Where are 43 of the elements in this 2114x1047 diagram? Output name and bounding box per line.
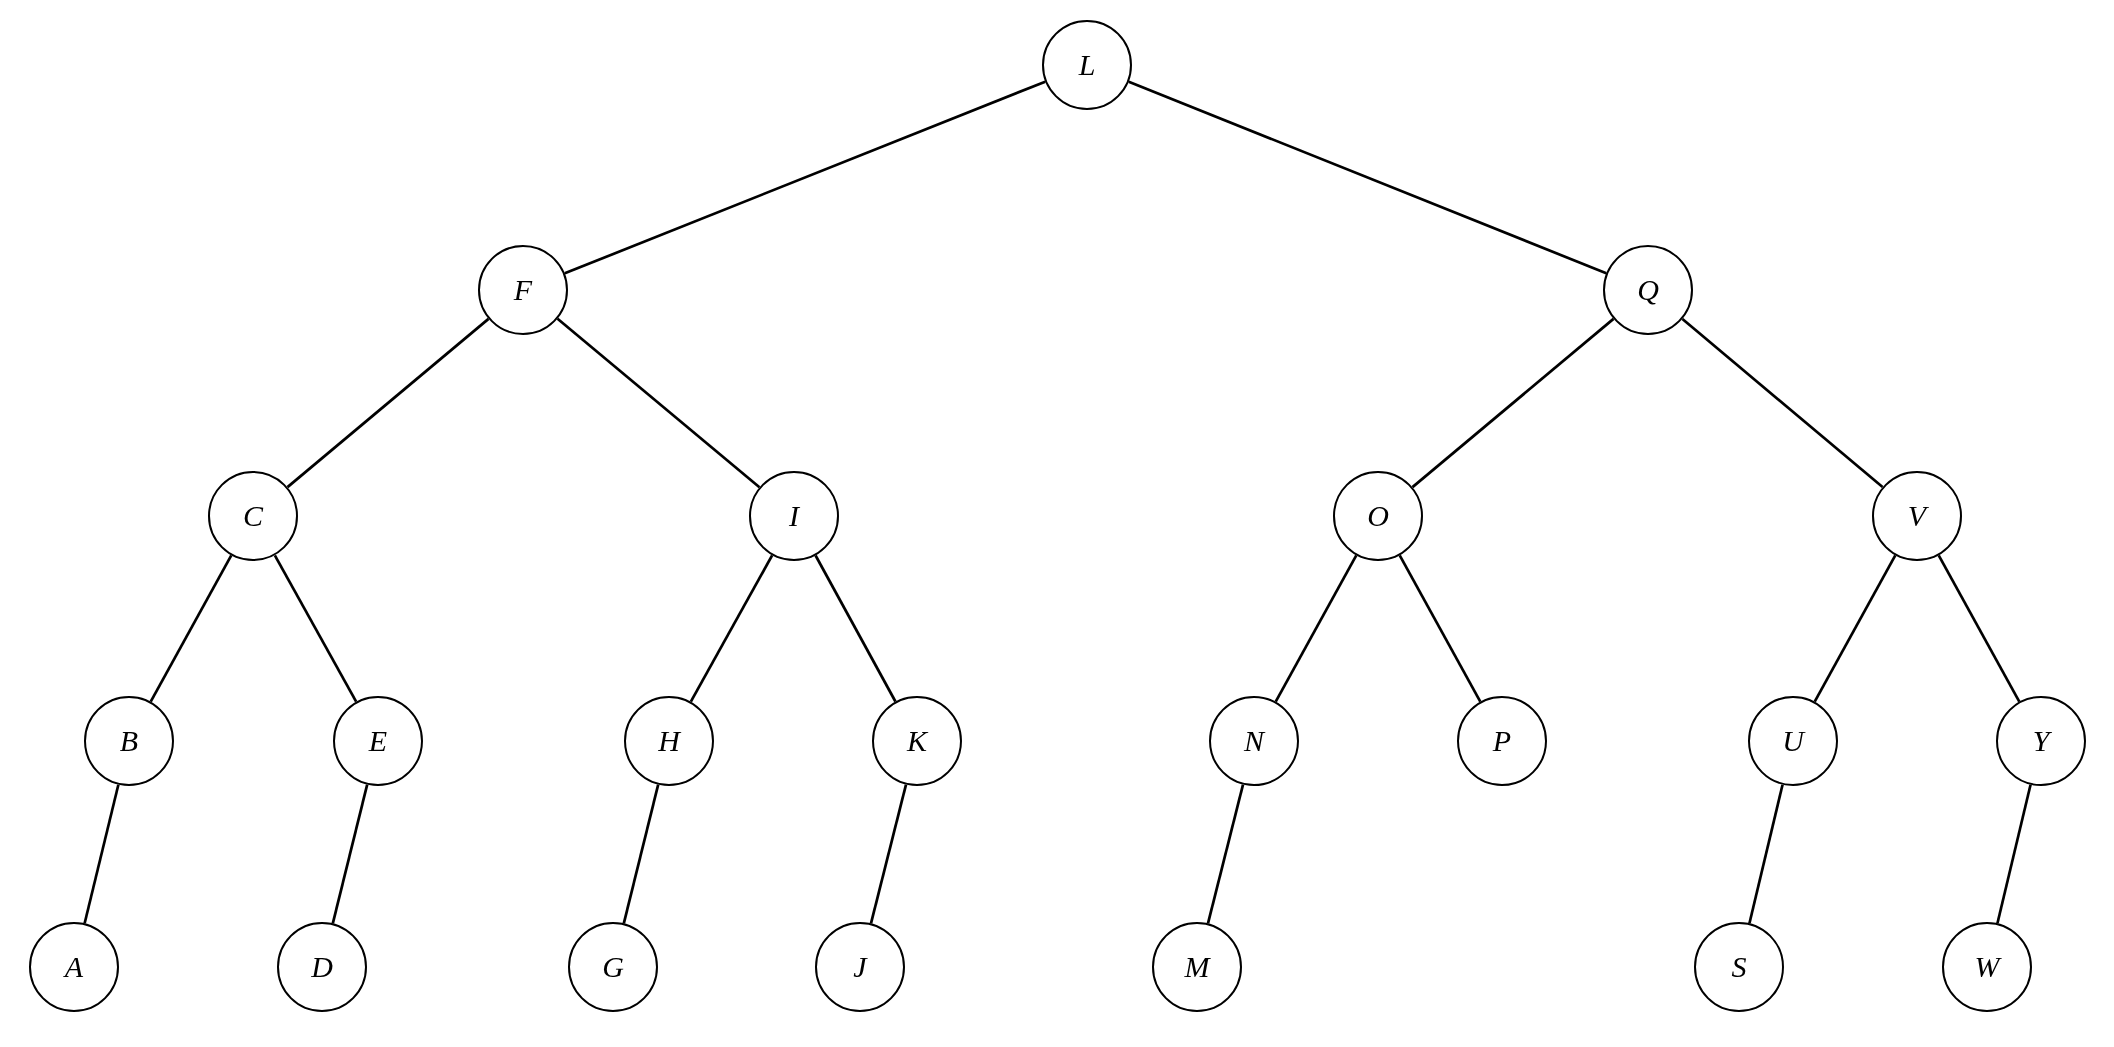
node-letter: C — [243, 501, 263, 531]
node-letter: P — [1492, 726, 1512, 756]
connector-line — [869, 784, 908, 924]
node-letter: W — [1974, 952, 2000, 982]
node-letter: Y — [2032, 726, 2050, 756]
connector-line — [1398, 554, 1482, 703]
connector-line — [1748, 784, 1784, 924]
node-letter: A — [64, 952, 84, 982]
connector-line — [273, 554, 358, 703]
node-letter: H — [658, 726, 680, 756]
node-letter: G — [602, 952, 624, 982]
node-letter: K — [907, 726, 927, 756]
node-letter: L — [1078, 50, 1096, 80]
connector-line — [1813, 554, 1897, 703]
node-letter: E — [368, 726, 388, 756]
connector-line — [814, 554, 897, 703]
connector-line — [689, 554, 774, 703]
node-letter: N — [1244, 726, 1264, 756]
connector-line — [331, 784, 369, 924]
connector-line — [1206, 784, 1245, 924]
node-letter: J — [853, 952, 867, 982]
node-letter: V — [1907, 501, 1927, 531]
connector-line — [556, 317, 761, 489]
connector-line — [286, 317, 490, 489]
node-letter: U — [1782, 726, 1804, 756]
node-letter: O — [1367, 501, 1389, 531]
connector-line — [1996, 784, 2032, 924]
connector-line — [83, 784, 120, 924]
connector-line — [622, 784, 660, 924]
connector-line — [149, 554, 233, 703]
node-letter: S — [1731, 952, 1747, 982]
connector-line — [1681, 317, 1884, 489]
connector-line — [564, 80, 1046, 275]
connector-line — [1274, 554, 1358, 703]
node-letter: Q — [1637, 275, 1659, 305]
node-letter: I — [789, 501, 799, 531]
connector-line — [1937, 554, 2021, 703]
connector-line — [1128, 80, 1607, 275]
node-letter: M — [1184, 952, 1210, 982]
node-letter: F — [513, 275, 533, 305]
node-letter: D — [311, 952, 333, 982]
node-letter: B — [119, 726, 139, 756]
connector-line — [1411, 317, 1615, 489]
